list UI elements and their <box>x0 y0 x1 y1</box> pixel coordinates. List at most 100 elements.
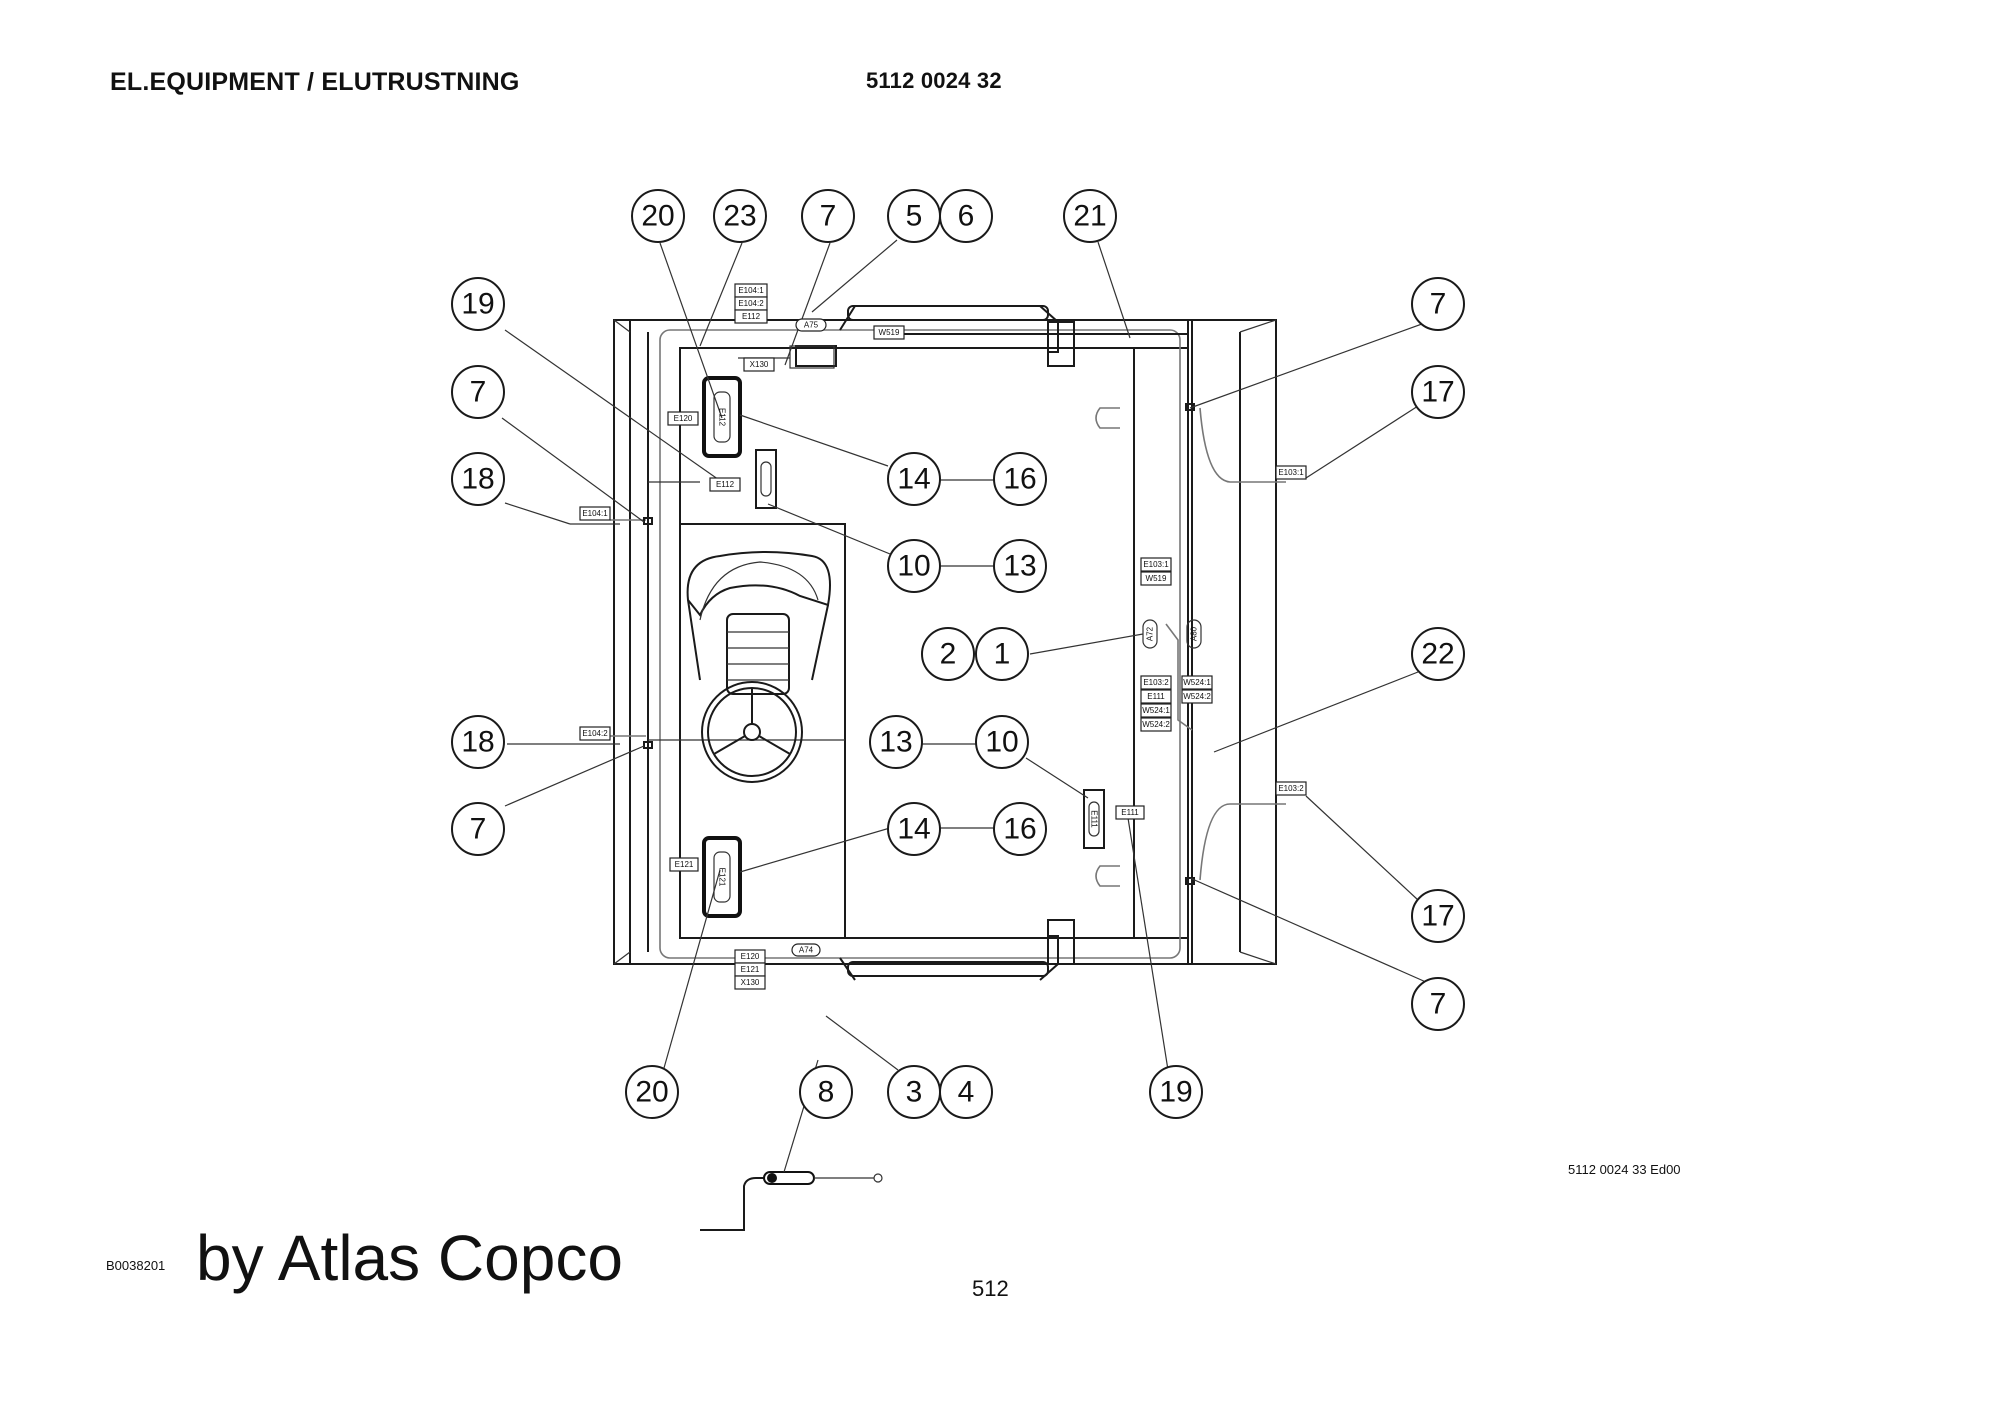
component-tag: E103:1 <box>1140 557 1172 572</box>
callout-bubble: 7 <box>1411 277 1465 331</box>
svg-text:X130: X130 <box>741 978 760 987</box>
callout-bubble: 2 <box>921 627 975 681</box>
component-tag: E121 <box>718 868 727 887</box>
svg-text:20: 20 <box>635 1076 668 1109</box>
callout-bubble: 14 <box>887 802 941 856</box>
svg-text:17: 17 <box>1421 376 1454 409</box>
svg-text:E104:2: E104:2 <box>738 299 764 308</box>
callout-bubble: 1 <box>975 627 1029 681</box>
component-tag: A75 <box>795 318 827 332</box>
svg-text:E112: E112 <box>718 408 727 427</box>
svg-text:4: 4 <box>958 1076 975 1109</box>
leader-lines <box>501 239 1445 1173</box>
callout-bubble: 14 <box>887 452 941 506</box>
svg-text:6: 6 <box>958 200 975 233</box>
svg-text:18: 18 <box>461 726 494 759</box>
svg-text:17: 17 <box>1421 900 1454 933</box>
component-tag: E103:1 <box>1275 465 1307 480</box>
callout-bubble: 3 <box>887 1065 941 1119</box>
callout-bubble: 19 <box>1149 1065 1203 1119</box>
component-tag: W524:1 <box>1140 703 1172 718</box>
svg-text:E112: E112 <box>716 480 735 489</box>
component-tag: E120 <box>667 411 699 426</box>
component-tag: X130 <box>743 357 775 372</box>
component-tag: A80 <box>1190 626 1199 641</box>
svg-text:E120: E120 <box>741 952 760 961</box>
svg-text:16: 16 <box>1003 463 1036 496</box>
svg-text:A74: A74 <box>799 946 814 955</box>
svg-text:5: 5 <box>906 200 923 233</box>
svg-text:3: 3 <box>906 1076 923 1109</box>
callout-bubble: 18 <box>451 715 505 769</box>
svg-text:14: 14 <box>897 463 930 496</box>
callout-bubble: 5 <box>887 189 941 243</box>
page-number: 512 <box>972 1276 1009 1301</box>
svg-text:16: 16 <box>1003 813 1036 846</box>
callout-bubble: 6 <box>939 189 993 243</box>
page-title: EL.EQUIPMENT / ELUTRUSTNING <box>110 68 520 96</box>
svg-text:W524:1: W524:1 <box>1142 706 1170 715</box>
svg-text:E104:1: E104:1 <box>582 509 608 518</box>
component-tag: E104:2 <box>734 296 768 311</box>
component-tag: X130 <box>734 975 766 990</box>
svg-text:E103:1: E103:1 <box>1143 560 1169 569</box>
svg-text:E103:2: E103:2 <box>1143 678 1169 687</box>
callout-bubble: 19 <box>451 277 505 331</box>
drawing-ref: 5112 0024 33 Ed00 <box>1568 1162 1681 1177</box>
callout-bubble: 17 <box>1411 889 1465 943</box>
svg-text:E121: E121 <box>741 965 760 974</box>
component-tag: W524:2 <box>1140 717 1172 732</box>
svg-text:E104:2: E104:2 <box>582 729 608 738</box>
component-tag: E103:2 <box>1275 781 1307 796</box>
drawing-code: B0038201 <box>106 1258 166 1273</box>
svg-text:18: 18 <box>461 463 494 496</box>
component-tag: E103:2 <box>1140 675 1172 690</box>
component-tag: W524:1 <box>1181 675 1213 690</box>
svg-text:19: 19 <box>461 288 494 321</box>
callout-bubble: 10 <box>887 539 941 593</box>
callout-bubbles: 20 23 7 5 6 21 19 7 18 18 7 14 16 10 13 … <box>451 189 1465 1119</box>
svg-text:E103:1: E103:1 <box>1278 468 1304 477</box>
component-tag: E104:1 <box>579 506 611 521</box>
svg-text:E111: E111 <box>1147 692 1165 701</box>
callout-bubble: 20 <box>631 189 685 243</box>
callout-bubble: 7 <box>801 189 855 243</box>
callout-bubble: 16 <box>993 802 1047 856</box>
component-tag: E112 <box>709 477 741 492</box>
svg-text:2: 2 <box>940 638 957 671</box>
brand-text: by Atlas Copco <box>196 1222 623 1294</box>
svg-text:W524:2: W524:2 <box>1142 720 1170 729</box>
callout-bubble: 7 <box>451 365 505 419</box>
callout-bubble: 10 <box>975 715 1029 769</box>
callout-bubble: 17 <box>1411 365 1465 419</box>
svg-text:7: 7 <box>820 200 837 233</box>
component-tag: E121 <box>669 857 699 872</box>
svg-text:1: 1 <box>994 638 1011 671</box>
component-tag: A72 <box>1146 626 1155 641</box>
callout-bubble: 13 <box>869 715 923 769</box>
callout-bubble: 16 <box>993 452 1047 506</box>
svg-text:10: 10 <box>985 726 1018 759</box>
svg-text:7: 7 <box>1430 288 1447 321</box>
svg-text:W519: W519 <box>879 328 900 337</box>
component-tag: W519 <box>1140 571 1172 586</box>
svg-text:7: 7 <box>470 376 487 409</box>
svg-text:E121: E121 <box>718 868 727 887</box>
component-tag: E111 <box>1115 805 1145 820</box>
callout-bubble: 22 <box>1411 627 1465 681</box>
svg-text:E111: E111 <box>1090 810 1099 828</box>
component-tag: E112 <box>718 408 727 427</box>
svg-text:X130: X130 <box>750 360 769 369</box>
svg-text:W524:1: W524:1 <box>1183 678 1211 687</box>
svg-text:A80: A80 <box>1190 626 1199 641</box>
cab-outline <box>610 305 1286 1231</box>
callout-bubble: 21 <box>1063 189 1117 243</box>
part-number: 5112 0024 32 <box>866 68 1002 93</box>
component-tags: E104:1 E104:2 E112 A75 W519 X130 E120 E1… <box>579 283 1307 990</box>
component-tag: E104:1 <box>734 283 768 298</box>
component-tag: E112 <box>734 309 768 324</box>
component-tag: E111 <box>1090 810 1099 828</box>
svg-text:A75: A75 <box>804 321 819 330</box>
svg-text:22: 22 <box>1421 638 1454 671</box>
